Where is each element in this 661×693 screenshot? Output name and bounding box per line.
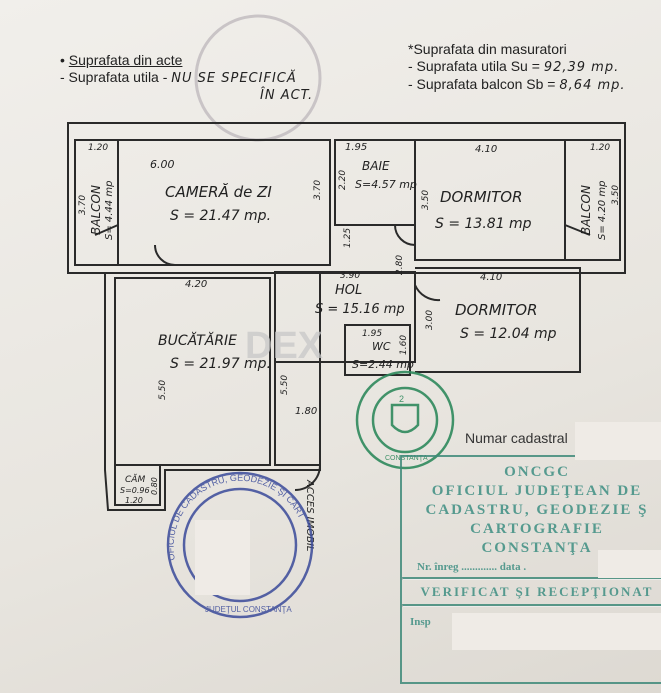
room-wc <box>344 324 411 376</box>
dim-bucatarie-w: 4.20 <box>185 279 207 290</box>
dim-dormitor2-h: 3.00 <box>425 310 435 330</box>
dim-camera-w: 6.00 <box>150 158 175 171</box>
stamp-l5: CONSTANŢA <box>481 540 593 556</box>
dim-camara-w: 1.20 <box>125 496 143 505</box>
dim-balcon-right-w: 1.20 <box>590 143 610 153</box>
dim-corridor-h: 5.50 <box>280 375 290 395</box>
dim-hol-h: 2.80 <box>395 255 405 275</box>
label-camera: CAMERĂ de ZI <box>165 182 272 201</box>
dim-wc-w: 1.95 <box>362 329 382 339</box>
watermark: DEX <box>245 325 324 367</box>
room-camera <box>117 139 331 266</box>
stamp-l4: CARTOGRAFIE <box>470 521 604 537</box>
stamp-l3: CADASTRU, GEODEZIE Ş <box>425 502 649 518</box>
sb-value: 8,64 mp. <box>559 78 626 93</box>
area-camara: S=0.96 <box>120 486 150 495</box>
oncgc-stamp: ONCGC OFICIUL JUDEŢEAN DE CADASTRU, GEOD… <box>400 455 661 684</box>
area-camera: S = 21.47 mp. <box>170 208 271 224</box>
dim-dormitor1-h: 3.50 <box>421 190 431 210</box>
redaction <box>452 613 661 650</box>
stamp-verificat: VERIFICAT ŞI RECEPŢIONAT <box>420 584 654 599</box>
dim-bucatarie-h: 5.50 <box>158 380 168 400</box>
su-value: 92,39 mp. <box>543 60 620 75</box>
cadastral-label: Numar cadastral <box>465 430 568 446</box>
area-dormitor-1: S = 13.81 mp <box>435 216 532 232</box>
acte-handwritten-2: ÎN ACT. <box>260 88 314 103</box>
area-hol: S = 15.16 mp <box>315 302 405 317</box>
area-baie: S=4.57 mp <box>355 178 417 191</box>
masuratori-title: *Suprafata din masuratori <box>408 41 567 57</box>
stamp-insp: Insp <box>410 616 431 628</box>
stamp-round-number: 2 <box>399 394 404 404</box>
label-wc: WC <box>372 340 391 353</box>
area-dormitor-2: S = 12.04 mp <box>460 326 557 342</box>
label-balcon-right: BALCON <box>579 185 593 235</box>
dim-camera-h: 3.70 <box>313 180 323 200</box>
label-bucatarie: BUCĂTĂRIE <box>158 332 237 349</box>
stamp-l2: OFICIUL JUDEŢEAN DE <box>431 483 643 499</box>
dim-balcon-right-h: 3.50 <box>611 185 621 205</box>
stamp-blue-bottom: JUDEŢUL CONSTANŢA <box>205 605 292 614</box>
redaction <box>575 422 661 460</box>
dim-baie-h: 2.20 <box>338 170 348 190</box>
dim-hol-w: 3.90 <box>340 271 360 281</box>
header-right: *Suprafata din masuratori - Suprafata ut… <box>408 41 626 94</box>
area-balcon-left: S= 4.44 mp <box>104 181 115 240</box>
stamp-round-city: CONSTANŢA <box>385 455 428 462</box>
sb-label: - Suprafata balcon Sb = <box>408 76 556 92</box>
label-dormitor-2: DORMITOR <box>455 301 538 319</box>
label-balcon-left: BALCON <box>89 185 103 235</box>
dim-camara-h: 0.80 <box>150 477 159 495</box>
header-left: • Suprafata din acte - Suprafata utila -… <box>60 52 314 103</box>
area-bucatarie: S = 21.97 mp. <box>170 356 271 372</box>
label-dormitor-1: DORMITOR <box>440 188 523 206</box>
acte-utila-label: - Suprafata utila - <box>60 69 168 85</box>
label-camara: CĂM <box>125 473 145 485</box>
dim-baie-w: 1.95 <box>345 142 367 153</box>
dim-balcon-left-w: 1.20 <box>88 143 108 153</box>
label-baie: BAIE <box>362 159 390 173</box>
stamp-l1: ONCGC <box>504 464 570 480</box>
acte-title: Suprafata din acte <box>68 52 183 68</box>
dim-dormitor1-w: 4.10 <box>475 144 497 155</box>
redaction <box>598 550 661 578</box>
area-wc: S=2.44 mp <box>352 358 414 371</box>
room-camara <box>114 464 161 506</box>
green-round-stamp: 2 CONSTANŢA <box>355 370 455 470</box>
dim-wc-h: 1.60 <box>399 335 409 355</box>
label-hol: HOL <box>335 283 362 298</box>
stamp-reg: Nr. înreg ............. data . <box>417 561 527 573</box>
area-balcon-right: S= 4.20 mp <box>597 181 608 240</box>
dim-hol-h2: 1.25 <box>343 228 353 248</box>
room-dormitor-2 <box>415 267 581 373</box>
redaction <box>195 520 250 595</box>
label-acces-imobil: ACCES IMOBIL <box>304 479 315 551</box>
dim-corridor-w: 1.80 <box>295 406 317 417</box>
room-bucatarie <box>114 277 271 466</box>
dim-dormitor2-w: 4.10 <box>480 272 502 283</box>
su-label: - Suprafata utila Su = <box>408 58 540 74</box>
acte-handwritten-1: NU SE SPECIFICĂ <box>171 71 297 86</box>
dim-balcon-left-h: 3.70 <box>78 195 88 215</box>
